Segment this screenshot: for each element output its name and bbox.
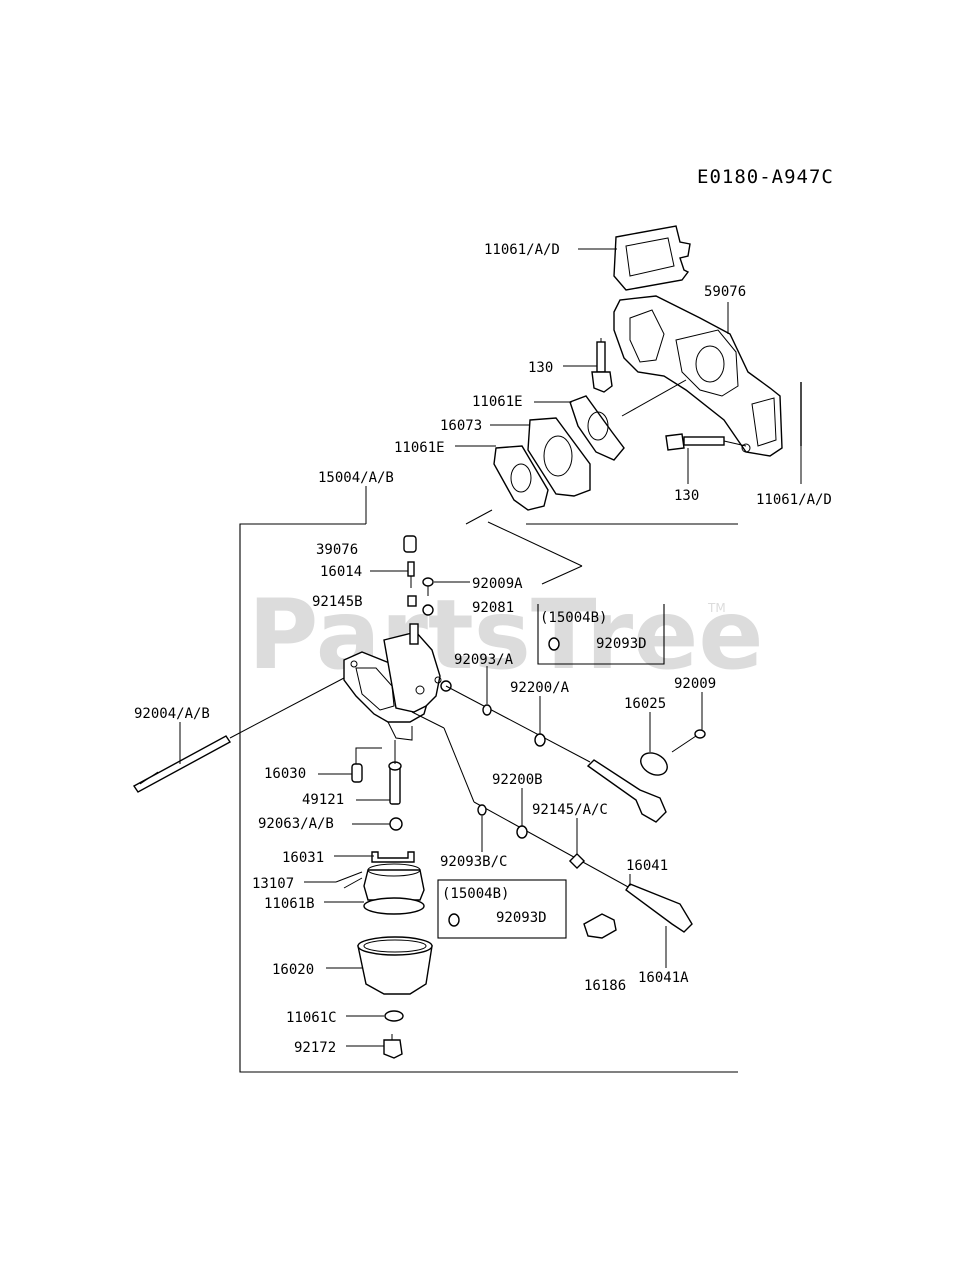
callout-1-washer-icon [548, 637, 560, 651]
stud-axis [229, 677, 345, 739]
bolt-130-bottom-axis [723, 440, 747, 447]
choke-axis-c [473, 801, 631, 889]
label-92009A[interactable]: 92009A [472, 576, 523, 592]
label-15004[interactable]: 15004/A/B [318, 470, 394, 486]
label-92200-A[interactable]: 92200/A [510, 680, 570, 696]
spring-92145-A-C[interactable] [568, 852, 586, 870]
stud-92004[interactable] [132, 735, 232, 793]
callout-2-part[interactable]: 92093D [496, 910, 547, 926]
plate-16186[interactable] [583, 913, 617, 939]
label-16041A[interactable]: 16041A [638, 970, 689, 986]
float-13107[interactable] [363, 863, 425, 901]
choke-axis-a [411, 711, 445, 729]
callout-2-heading: (15004B) [442, 886, 509, 902]
label-11061E-upper[interactable]: 11061E [472, 394, 523, 410]
cap-39076[interactable] [403, 535, 417, 553]
screw-92009[interactable] [671, 729, 706, 753]
bolt-92172[interactable] [383, 1034, 403, 1059]
washer-92200B[interactable] [516, 825, 528, 839]
float-13107-pin [335, 871, 363, 889]
align-line-2 [465, 509, 493, 525]
label-16020[interactable]: 16020 [272, 962, 314, 978]
float-16031[interactable] [371, 851, 415, 863]
washer-92200-A[interactable] [534, 733, 546, 747]
callout-1-heading: (15004B) [540, 610, 607, 626]
shaft-16041[interactable] [625, 883, 693, 933]
label-11061E-lower[interactable]: 11061E [394, 440, 445, 456]
align-line-1 [621, 379, 687, 417]
watermark-trademark: TM [707, 601, 726, 615]
gasket-11061B[interactable] [363, 897, 425, 915]
label-92200B[interactable]: 92200B [492, 772, 543, 788]
spacer-16073[interactable] [527, 417, 591, 497]
diagram-code: E0180-A947C [697, 166, 834, 188]
label-92145B[interactable]: 92145B [312, 594, 363, 610]
label-16041[interactable]: 16041 [626, 858, 668, 874]
label-11061-A-D-right[interactable]: 11061/A/D [756, 492, 832, 508]
callout-box-2 [437, 879, 567, 939]
label-130-top[interactable]: 130 [528, 360, 553, 376]
seal-92093B-C[interactable] [477, 804, 487, 816]
carburetor-frame [239, 523, 738, 1073]
needle-16014[interactable] [407, 561, 415, 588]
choke-axis-b [443, 727, 475, 803]
label-39076[interactable]: 39076 [316, 542, 358, 558]
label-49121[interactable]: 49121 [302, 792, 344, 808]
callout-box-1 [537, 604, 665, 665]
label-92004[interactable]: 92004/A/B [134, 706, 210, 722]
callout-2-washer-icon [448, 913, 460, 927]
seal-92093-A[interactable] [482, 704, 492, 716]
label-16025[interactable]: 16025 [624, 696, 666, 712]
pin-49121[interactable] [388, 761, 402, 805]
manifold-59076[interactable] [613, 295, 783, 457]
shaft-throttle[interactable] [586, 759, 667, 823]
seal-92081[interactable] [422, 604, 434, 616]
label-59076[interactable]: 59076 [704, 284, 746, 300]
bowl-16020[interactable] [357, 936, 433, 995]
bolt-130-top[interactable] [591, 341, 613, 393]
watermark-text: PartsTree [248, 579, 763, 691]
label-11061B[interactable]: 11061B [264, 896, 315, 912]
screw-92009A[interactable] [422, 577, 434, 596]
label-16030[interactable]: 16030 [264, 766, 306, 782]
label-92063[interactable]: 92063/A/B [258, 816, 334, 832]
label-16014[interactable]: 16014 [320, 564, 362, 580]
label-16031[interactable]: 16031 [282, 850, 324, 866]
label-16186[interactable]: 16186 [584, 978, 626, 994]
gasket-11061-top[interactable] [613, 225, 691, 291]
align-line-3 [487, 521, 583, 567]
bolt-130-bottom[interactable] [665, 433, 725, 451]
callout-1-part[interactable]: 92093D [596, 636, 647, 652]
label-11061-A-D-top[interactable]: 11061/A/D [484, 242, 560, 258]
part-16030-link [355, 747, 382, 764]
spring-92145B[interactable] [407, 595, 417, 607]
label-16073[interactable]: 16073 [440, 418, 482, 434]
throttle-axis [445, 685, 591, 763]
label-92172[interactable]: 92172 [294, 1040, 336, 1056]
seal-92063[interactable] [389, 817, 403, 831]
label-92009[interactable]: 92009 [674, 676, 716, 692]
gasket-11061E-lower[interactable] [493, 445, 549, 511]
label-130-bottom[interactable]: 130 [674, 488, 699, 504]
oring-11061C[interactable] [384, 1010, 404, 1022]
label-92081[interactable]: 92081 [472, 600, 514, 616]
label-11061C[interactable]: 11061C [286, 1010, 337, 1026]
label-92145-A-C[interactable]: 92145/A/C [532, 802, 608, 818]
label-92093-A[interactable]: 92093/A [454, 652, 514, 668]
label-13107[interactable]: 13107 [252, 876, 294, 892]
valve-16025[interactable] [637, 749, 671, 780]
gasket-11061E-upper[interactable] [569, 395, 625, 461]
label-92093B-C[interactable]: 92093B/C [440, 854, 507, 870]
align-line-4 [541, 565, 583, 585]
part-16030[interactable] [351, 763, 363, 783]
